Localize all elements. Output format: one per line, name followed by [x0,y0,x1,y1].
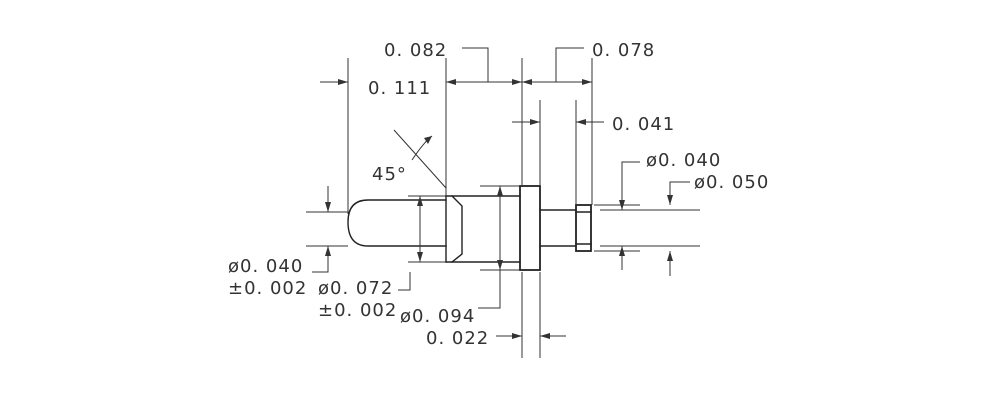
barrel-body [445,195,463,263]
part-outline [347,185,592,271]
label-body-length: 0. 111 [368,78,431,99]
label-barrel-dia-tol: ±0. 002 [318,300,397,321]
label-flange-dia: ø0. 094 [400,306,475,327]
label-chamfer-angle: 45° [372,164,407,185]
label-flange-thickness: 0. 022 [426,328,489,349]
label-tail-dia: ø0. 040 [646,150,721,171]
dimension-lines [306,47,700,358]
label-tip-dia-tol: ±0. 002 [228,278,307,299]
label-barrel-dia: ø0. 072 [318,278,393,299]
collar [575,204,592,252]
tip-pin [347,199,447,247]
label-tail-length: 0. 078 [592,40,655,61]
label-tip-dia: ø0. 040 [228,256,303,277]
label-collar-dia: ø0. 050 [694,172,769,193]
flange [519,185,541,271]
label-tail-step-length: 0. 041 [612,114,675,135]
dimension-labels: 0. 082 0. 111 0. 078 0. 041 45° ø0. 040 … [228,40,769,349]
label-flange-width: 0. 082 [384,40,447,61]
